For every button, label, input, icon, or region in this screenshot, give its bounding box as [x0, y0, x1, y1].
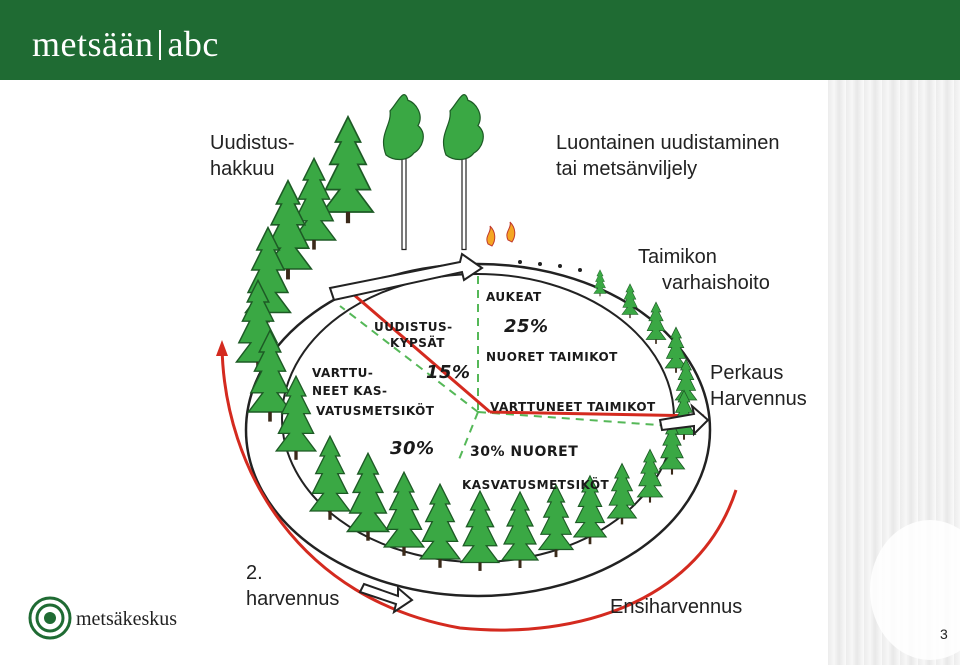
label-taimikon-line2: varhaishoito: [662, 272, 770, 294]
label-perkaus-line1: Perkaus: [710, 362, 784, 384]
text-varttuneet-kas-1: VARTTU-: [312, 366, 374, 380]
label-toinen-harvennus: 2. harvennus: [246, 560, 339, 612]
text-aukeat: AUKEAT: [486, 290, 542, 304]
page-number: 3: [940, 626, 948, 642]
text-nuoret-kas-1: 30% NUORET: [470, 444, 579, 460]
text-uudistuskypsat-pct: 15%: [426, 362, 471, 383]
label-taimikon-line1: Taimikon: [638, 246, 717, 268]
text-aukeat-pct: 25%: [504, 316, 549, 337]
header-bar: metsään abc: [0, 0, 960, 80]
text-nuoret-taimikot: NUORET TAIMIKOT: [486, 350, 618, 364]
text-nuoret-kas-2: KASVATUSMETSIKÖT: [462, 478, 610, 492]
brand-right: abc: [167, 24, 219, 64]
label-uudistushakkuu: Uudistus- hakkuu: [210, 130, 294, 182]
red-arrow-head: [216, 340, 228, 356]
brand-divider: [159, 30, 162, 60]
label-harvennus-line2: Harvennus: [710, 388, 807, 410]
brand-left: metsään: [32, 24, 154, 64]
text-varttuneet-kas-3: VATUSMETSIKÖT: [316, 404, 435, 418]
tall-pines: [382, 93, 484, 251]
text-uudistuskypsat-2: KYPSÄT: [390, 336, 445, 350]
red-indicator-lines: [220, 286, 738, 632]
label-toinen-line2: harvennus: [246, 588, 340, 610]
flames: [486, 221, 516, 247]
target-rings-icon: [28, 596, 72, 640]
label-taimikon: Taimikon varhaishoito: [638, 244, 770, 296]
ring-arrows: [328, 252, 710, 615]
label-luontainen: Luontainen uudistaminen tai metsänviljel…: [556, 130, 780, 182]
logo-text: metsäkeskus: [76, 608, 178, 630]
brand-logo: metsään abc: [32, 24, 219, 64]
text-varttuneet-taimikot: VARTTUNEET TAIMIKOT: [490, 400, 656, 414]
label-perkaus: Perkaus Harvennus: [710, 360, 807, 412]
label-toinen-line1: 2.: [246, 562, 263, 584]
texture-highlight: [870, 520, 960, 660]
label-uudistushakkuu-line2: hakkuu: [210, 158, 275, 180]
label-luontainen-line1: Luontainen uudistaminen: [556, 132, 780, 154]
text-varttuneet-kas-pct: 30%: [390, 438, 435, 459]
label-luontainen-line2: tai metsänviljely: [556, 158, 698, 180]
label-uudistushakkuu-line1: Uudistus-: [210, 132, 295, 154]
seedlings: [518, 260, 582, 272]
label-ensiharvennus: Ensiharvennus: [610, 596, 743, 618]
text-varttuneet-kas-2: NEET KAS-: [312, 384, 388, 398]
text-uudistuskypsat-1: UUDISTUS-: [374, 320, 453, 334]
section-dividers: [339, 276, 673, 463]
